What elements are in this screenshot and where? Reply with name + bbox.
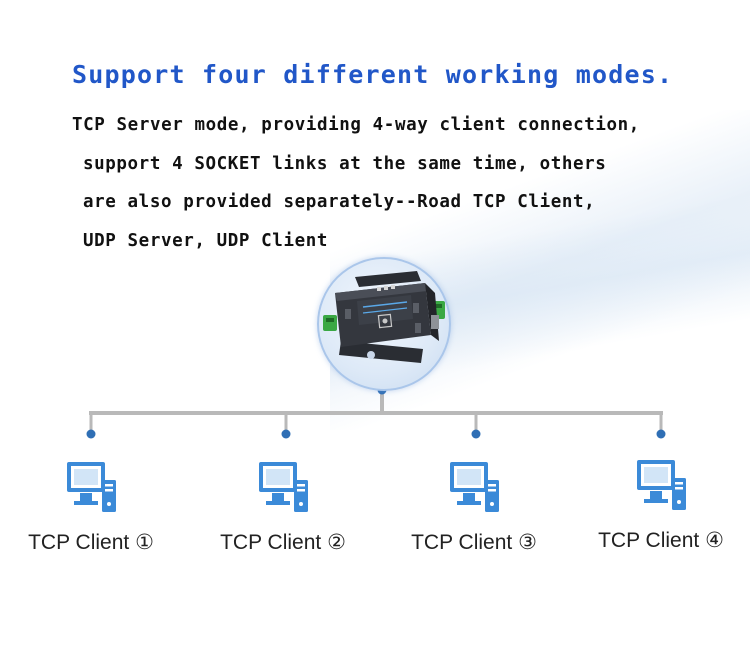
node-dot (472, 430, 481, 439)
desktop-computer-icon (64, 458, 118, 516)
client-label: TCP Client ① (6, 530, 176, 555)
serial-server-device-icon (317, 257, 451, 391)
client-node-4: TCP Client ④ (576, 456, 746, 553)
client-node-3: TCP Client ③ (389, 458, 559, 555)
client-label: TCP Client ③ (389, 530, 559, 555)
client-label: TCP Client ② (198, 530, 368, 555)
desktop-computer-icon (256, 458, 310, 516)
client-node-1: TCP Client ① (6, 458, 176, 555)
client-node-2: TCP Client ② (198, 458, 368, 555)
desktop-computer-icon (447, 458, 501, 516)
client-label: TCP Client ④ (576, 528, 746, 553)
desktop-computer-icon (634, 456, 688, 514)
node-dot (657, 430, 666, 439)
node-dot (87, 430, 96, 439)
node-dot (282, 430, 291, 439)
